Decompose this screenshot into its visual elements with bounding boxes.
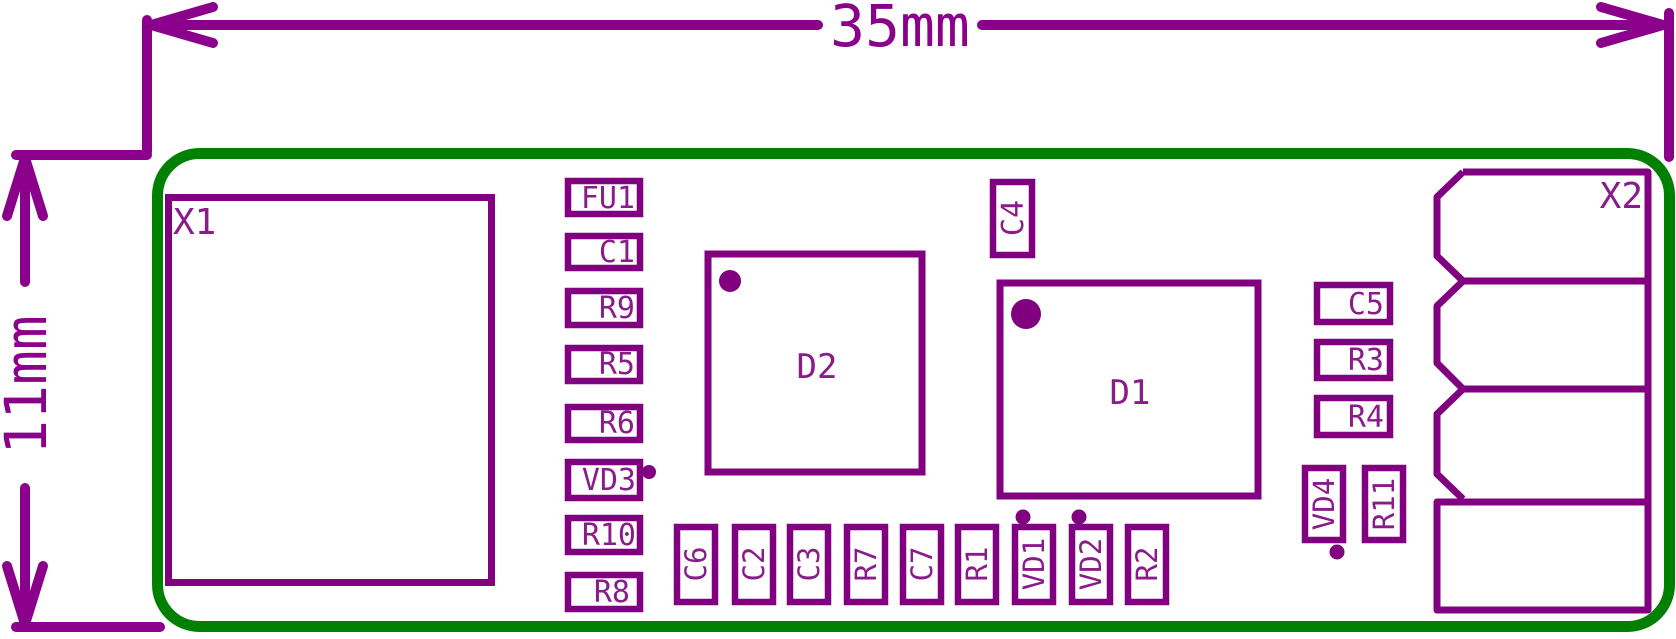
width-dimension-label: 35mm	[830, 0, 970, 60]
height-arrow-down-icon	[2, 561, 48, 629]
c7-label: C7	[905, 547, 939, 582]
fu1-label: FU1	[581, 181, 635, 216]
r3-label: R3	[1348, 343, 1384, 378]
height-dimension-label: 11mm	[0, 315, 60, 455]
vd1-outline	[1011, 523, 1057, 606]
r2-label: R2	[1130, 547, 1164, 582]
vd4-label: VD4	[1307, 478, 1341, 530]
d2-label: D2	[797, 347, 838, 387]
vd3-polarity-dot	[642, 465, 656, 479]
c7-outline	[899, 523, 945, 606]
r5-label: R5	[599, 347, 635, 382]
connector-x1: X1	[165, 194, 495, 586]
width-arrow-right-icon	[1596, 2, 1668, 48]
connector-x2: X2	[1433, 168, 1652, 614]
r6-outline	[564, 403, 644, 444]
c5-outline	[1313, 281, 1394, 326]
r1-label: R1	[960, 547, 994, 582]
r11-label: R11	[1367, 478, 1401, 530]
r10-outline	[564, 514, 644, 556]
r3-outline	[1313, 338, 1394, 382]
vd4-polarity-dot	[1329, 544, 1345, 560]
vd3-outline	[564, 458, 644, 502]
dimension-width: 35mm	[142, 0, 1674, 162]
x2-label: X2	[1600, 176, 1643, 217]
c4-label: C4	[996, 200, 1031, 236]
d2-outline	[704, 250, 926, 476]
r9-label: R9	[599, 291, 635, 326]
r4-outline	[1313, 394, 1394, 439]
c2-label: C2	[737, 547, 771, 582]
vd1-label: VD1	[1017, 538, 1051, 590]
c3-outline	[786, 523, 832, 606]
vd3-label: VD3	[582, 463, 636, 498]
component-c4: C4	[989, 178, 1036, 259]
c1-label: C1	[599, 235, 635, 270]
d1-label: D1	[1110, 373, 1151, 413]
board-outline	[152, 148, 1675, 632]
x2-outline	[1433, 168, 1652, 614]
vd2-label: VD2	[1074, 538, 1108, 590]
dimension-height: 11mm	[0, 150, 165, 632]
c6-label: C6	[679, 547, 713, 582]
left-component-column: FU1 C1 R9 R5 R6 VD3 R10 R8	[564, 177, 656, 613]
chip-d1: D1	[996, 279, 1262, 500]
r6-label: R6	[599, 406, 635, 441]
right-bottom-components: VD4 R11	[1301, 464, 1407, 560]
width-arrow-left-icon	[146, 2, 218, 48]
bottom-component-row: C6 C2 C3 R7 C7 R1 VD1 VD2 R2	[673, 509, 1170, 606]
x1-outline	[165, 194, 495, 586]
vd2-polarity-dot	[1071, 509, 1087, 525]
r8-label: R8	[594, 575, 630, 610]
c3-label: C3	[792, 547, 826, 582]
c4-outline	[989, 178, 1036, 259]
c5-label: C5	[1348, 287, 1384, 322]
fu1-outline	[564, 177, 644, 218]
r10-label: R10	[582, 518, 636, 553]
r1-outline	[954, 523, 1000, 606]
r5-outline	[564, 344, 644, 385]
height-ext-lines	[11, 150, 165, 632]
vd2-outline	[1068, 523, 1114, 606]
c1-outline	[564, 232, 644, 272]
c2-outline	[731, 523, 777, 606]
r11-outline	[1361, 464, 1407, 544]
d1-outline	[996, 279, 1262, 500]
r9-outline	[564, 287, 644, 329]
chip-d2: D2	[704, 250, 926, 476]
r4-label: R4	[1348, 400, 1384, 435]
r7-outline	[843, 523, 889, 606]
vd4-outline	[1301, 464, 1347, 544]
d1-pin1-dot	[1011, 299, 1041, 329]
right-component-column: C5 R3 R4	[1313, 281, 1394, 439]
d2-pin1-dot	[719, 270, 741, 292]
vd1-polarity-dot	[1015, 509, 1031, 525]
height-arrow-up-icon	[2, 153, 48, 221]
c6-outline	[673, 523, 719, 606]
r2-outline	[1124, 523, 1170, 606]
x1-label: X1	[173, 202, 216, 243]
r7-label: R7	[849, 547, 883, 582]
r8-outline	[564, 571, 644, 613]
